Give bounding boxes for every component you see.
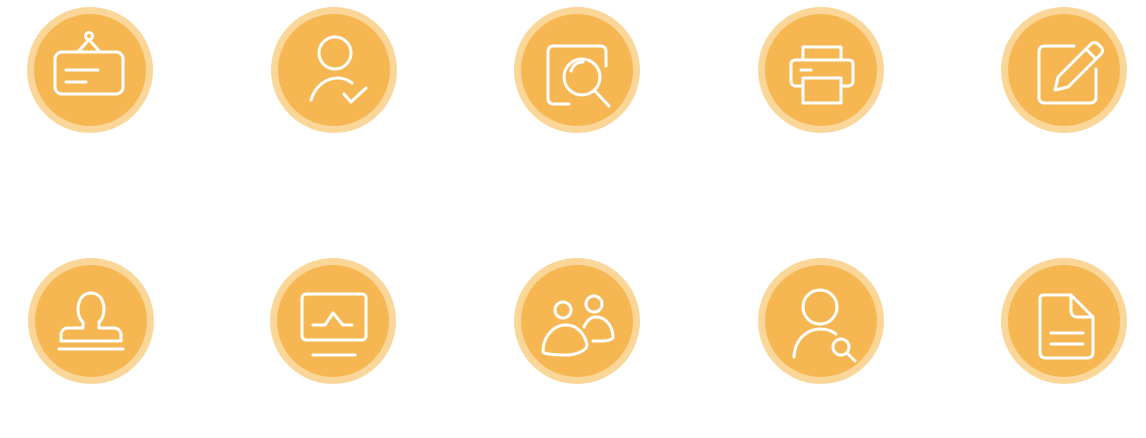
icon-circle (521, 14, 633, 126)
printer-icon (789, 45, 855, 105)
hanging-sign-icon (53, 31, 125, 96)
document-icon (1038, 293, 1095, 360)
scan-search-button[interactable] (514, 7, 640, 133)
icon-circle (1008, 265, 1120, 377)
monitor-chart-icon (300, 292, 368, 357)
icon-circle (521, 265, 633, 377)
user-check-button[interactable] (271, 7, 397, 133)
user-check-icon (309, 35, 368, 104)
printer-button[interactable] (758, 7, 884, 133)
user-search-icon (792, 288, 857, 363)
icon-circle (765, 265, 877, 377)
icon-circle (277, 265, 389, 377)
user-group-button[interactable] (514, 258, 640, 384)
stamp-icon (57, 291, 125, 351)
scan-search-icon (546, 44, 611, 108)
document-button[interactable] (1001, 258, 1127, 384)
icon-circle (765, 14, 877, 126)
user-group-icon (541, 294, 615, 357)
icon-circle (278, 14, 390, 126)
icon-circle (35, 265, 147, 377)
monitor-chart-button[interactable] (270, 258, 396, 384)
icon-circle (34, 14, 146, 126)
user-search-button[interactable] (758, 258, 884, 384)
hanging-sign-button[interactable] (27, 7, 153, 133)
edit-button[interactable] (1001, 7, 1127, 133)
edit-icon (1037, 41, 1104, 105)
icon-circle (1008, 14, 1120, 126)
stamp-button[interactable] (28, 258, 154, 384)
